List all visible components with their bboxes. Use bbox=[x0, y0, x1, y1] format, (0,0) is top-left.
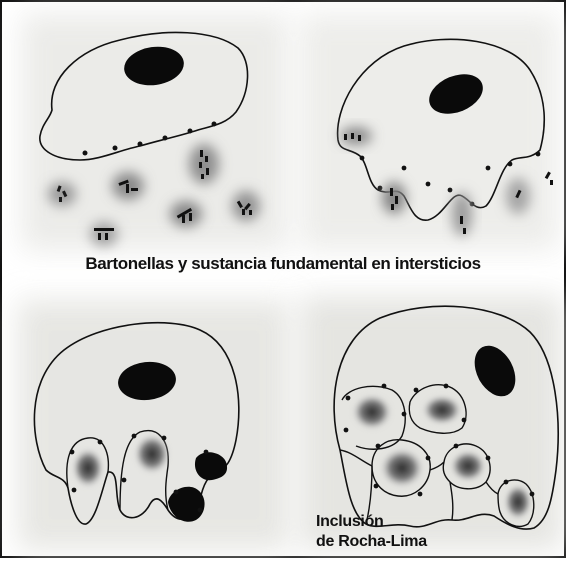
inclusion-label: Inclusión de Rocha-Lima bbox=[316, 512, 486, 552]
inclusion-label-line2: de Rocha-Lima bbox=[316, 532, 486, 552]
inclusion-label-line1: Inclusión bbox=[316, 512, 486, 532]
figure-caption: Bartonellas y sustancia fundamental en i… bbox=[0, 254, 566, 274]
